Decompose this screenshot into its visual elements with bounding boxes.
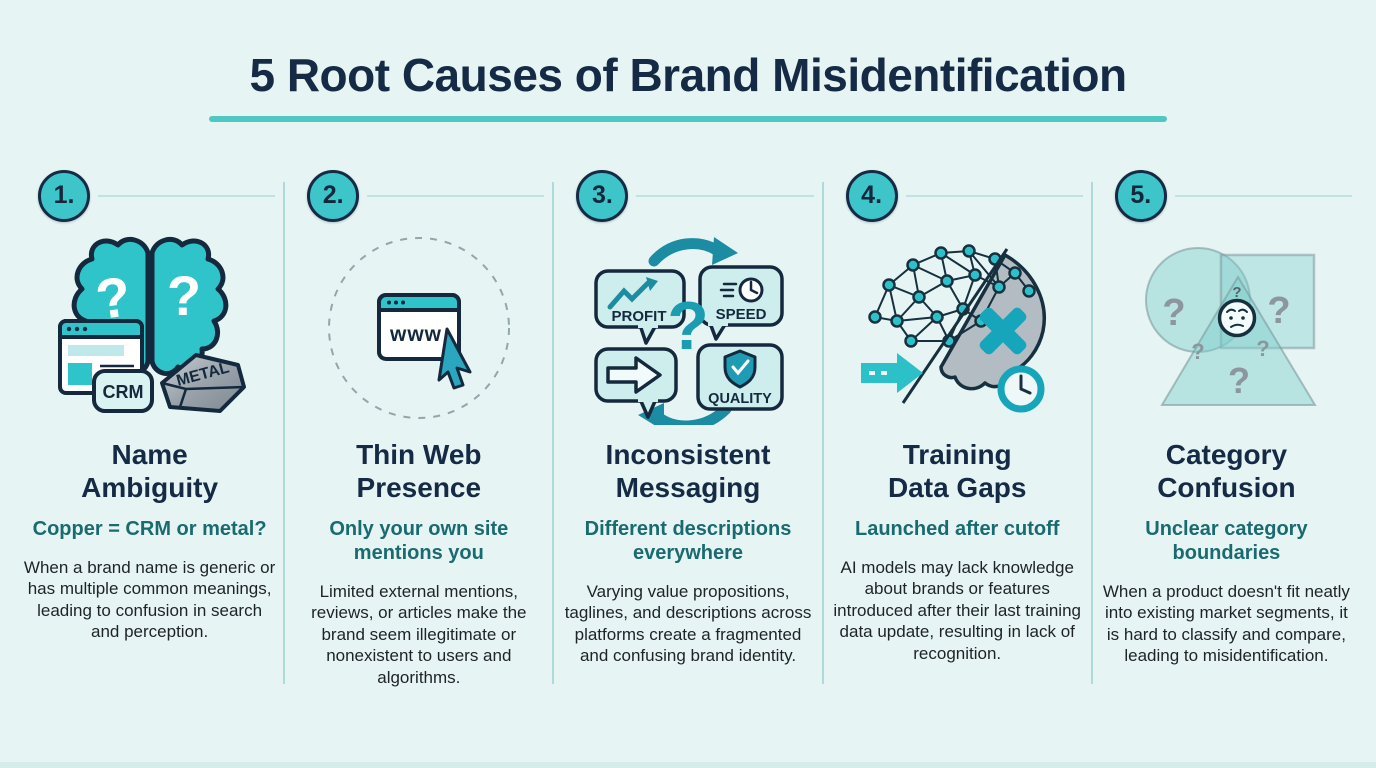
crm-badge-glyph: CRM — [91, 368, 154, 413]
cause-title: Category Confusion — [1157, 438, 1296, 503]
neural-brain-gap-icon — [828, 224, 1087, 426]
lone-website-icon: www — [289, 224, 548, 426]
cause-description: Limited external mentions, reviews, or a… — [311, 581, 527, 687]
column-name-ambiguity: 1. ? ? — [16, 169, 283, 689]
number-badge-1: 1. — [38, 169, 90, 222]
crm-label: CRM — [102, 382, 143, 402]
badge-line-1 — [98, 194, 276, 197]
speed-bubble-glyph: SPEED — [698, 264, 784, 341]
confused-face-glyph — [1218, 298, 1257, 337]
clock-glyph — [997, 365, 1045, 413]
quality-label: QUALITY — [708, 391, 772, 407]
badge-row-2: 2. — [289, 169, 548, 222]
title-underline — [209, 115, 1167, 122]
question-mark-glyph: ? — [1163, 292, 1186, 334]
column-thin-web-presence: 2. www Thin Web Presence Only your own s… — [285, 169, 552, 689]
conflicting-messages-icon: PROFIT SPEED — [558, 224, 817, 426]
cause-description: AI models may lack knowledge about brand… — [833, 557, 1081, 663]
cycle-arrow-bottom — [652, 403, 732, 425]
cause-subtitle: Copper = CRM or metal? — [32, 517, 267, 540]
quality-bubble-glyph: QUALITY — [696, 342, 784, 411]
profit-label: PROFIT — [612, 308, 667, 325]
brain-split-crm-metal-icon: ? ? CRM — [20, 224, 279, 426]
cause-title: Training Data Gaps — [887, 438, 1027, 503]
number-badge-3: 3. — [576, 169, 629, 222]
cause-subtitle: Only your own site mentions you — [329, 517, 509, 564]
question-mark-glyph: ? — [1228, 360, 1250, 401]
cause-description: When a product doesn't fit neatly into e… — [1102, 581, 1350, 666]
badge-line-3 — [636, 194, 814, 197]
arrow-bubble-glyph — [594, 346, 678, 419]
triangle-shape — [1160, 274, 1318, 406]
cutoff-slash — [901, 247, 1009, 404]
badge-line-5 — [1174, 194, 1353, 197]
question-mark-glyph: ? — [1268, 290, 1291, 332]
column-category-confusion: 5. ? ? ? ? ? ? C — [1093, 169, 1360, 689]
column-training-data-gaps: 4. — [824, 169, 1091, 689]
number-badge-2: 2. — [307, 169, 360, 222]
www-label: www — [389, 323, 442, 346]
speed-label: SPEED — [716, 306, 767, 323]
number-badge-5: 5. — [1114, 169, 1167, 222]
badge-line-2 — [367, 194, 545, 197]
causes-columns: 1. ? ? — [0, 169, 1376, 689]
cycle-arrow-top — [648, 237, 724, 267]
cause-subtitle: Unclear category boundaries — [1145, 517, 1308, 564]
overlapping-shapes-icon: ? ? ? ? ? ? — [1097, 224, 1356, 426]
infographic-header: 5 Root Causes of Brand Misidentification — [0, 0, 1376, 122]
cause-title: Name Ambiguity — [81, 438, 219, 503]
badge-row-1: 1. — [20, 169, 279, 222]
cause-subtitle: Different descriptions everywhere — [584, 517, 792, 564]
column-divider — [283, 181, 286, 684]
column-divider — [821, 181, 824, 684]
question-mark-glyph: ? — [1257, 336, 1270, 361]
www-browser-glyph: www — [376, 292, 461, 361]
question-mark-glyph: ? — [667, 288, 709, 364]
question-mark-glyph: ? — [1233, 284, 1242, 301]
column-inconsistent-messaging: 3. PROFIT — [554, 169, 821, 689]
badge-row-5: 5. — [1097, 169, 1356, 222]
question-mark-glyph: ? — [166, 264, 200, 327]
network-nodes — [868, 243, 1036, 348]
badge-row-3: 3. — [558, 169, 817, 222]
cause-description: When a brand name is generic or has mult… — [23, 557, 276, 642]
cause-description: Varying value propositions, taglines, an… — [564, 581, 812, 666]
column-divider — [552, 181, 555, 684]
column-divider — [1090, 181, 1093, 684]
cause-title: Inconsistent Messaging — [605, 438, 771, 503]
input-arrow-glyph — [861, 352, 924, 393]
footer-accent-band — [0, 762, 1376, 768]
cause-title: Thin Web Presence — [356, 438, 482, 503]
metal-ingot-glyph: METAL — [159, 352, 246, 413]
badge-row-4: 4. — [828, 169, 1087, 222]
cursor-glyph — [437, 327, 472, 390]
profit-bubble-glyph: PROFIT — [594, 268, 686, 345]
number-badge-4: 4. — [845, 169, 898, 222]
x-mark-glyph — [979, 307, 1027, 354]
question-mark-glyph: ? — [1192, 339, 1205, 364]
page-title: 5 Root Causes of Brand Misidentification — [249, 49, 1127, 101]
cause-subtitle: Launched after cutoff — [854, 517, 1060, 540]
badge-line-4 — [905, 194, 1083, 197]
